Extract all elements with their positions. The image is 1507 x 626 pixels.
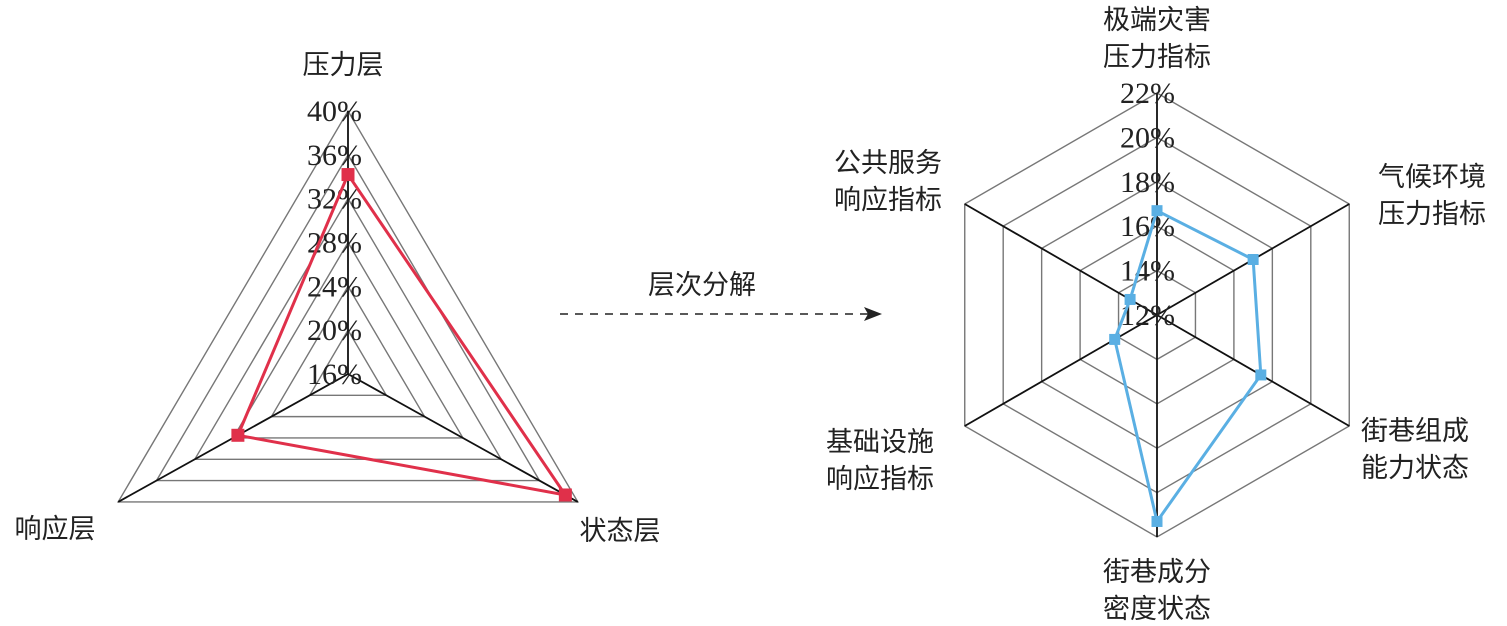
- data-point-marker: [1151, 515, 1163, 527]
- data-point-marker: [1124, 293, 1136, 305]
- axis-label: 响应层: [15, 514, 96, 545]
- axis-label-line: 响应指标: [834, 185, 942, 216]
- axis-label-line: 密度状态: [1103, 594, 1211, 625]
- axis-label: 极端灾害压力指标: [1103, 5, 1211, 73]
- axis-spoke: [964, 314, 1158, 427]
- axis-spoke: [1156, 314, 1350, 427]
- grid-ring: [231, 241, 465, 439]
- data-point-marker: [231, 428, 245, 442]
- axis-spoke: [347, 373, 579, 503]
- data-point-marker: [341, 168, 355, 182]
- axis-label: 街巷成分密度状态: [1103, 557, 1211, 625]
- axis-label-line: 基础设施: [826, 427, 934, 458]
- tick-label: 14%: [1120, 255, 1175, 288]
- tick-label: 22%: [1120, 77, 1175, 110]
- axis-label: 压力层: [303, 50, 384, 81]
- axis-label-line: 响应层: [15, 514, 96, 545]
- axis-label-line: 状态层: [580, 516, 661, 547]
- axis-label-line: 压力指标: [1378, 199, 1486, 230]
- axis-label-line: 压力指标: [1103, 42, 1211, 73]
- axis-label-line: 压力层: [303, 50, 384, 81]
- tick-label: 40%: [307, 95, 362, 128]
- axis-label-line: 街巷组成: [1361, 416, 1469, 447]
- grid-ring: [193, 197, 503, 460]
- grid-ring: [270, 284, 426, 418]
- series-line: [235, 171, 569, 498]
- axis-label: 基础设施响应指标: [826, 427, 934, 495]
- tick-label: 32%: [307, 183, 362, 216]
- tick-label: 16%: [307, 358, 362, 391]
- tick-label: 24%: [307, 270, 362, 303]
- tick-label: 20%: [307, 314, 362, 347]
- arrow-label: 层次分解: [648, 270, 756, 301]
- arrowhead-icon: [864, 307, 882, 321]
- grid-ring: [308, 328, 388, 397]
- tick-label: 20%: [1120, 121, 1175, 154]
- axis-label-line: 响应指标: [826, 464, 934, 495]
- right-radar-chart: 12%14%16%18%20%22%极端灾害压力指标气候环境压力指标街巷组成能力…: [826, 5, 1486, 625]
- axis-label-line: 公共服务: [834, 148, 942, 179]
- tick-label: 36%: [307, 139, 362, 172]
- tick-label: 28%: [307, 227, 362, 260]
- axis-label-line: 能力状态: [1361, 453, 1469, 484]
- axis-label-line: 极端灾害: [1103, 5, 1211, 36]
- decomposition-arrow: 层次分解: [560, 270, 882, 321]
- grid-ring: [116, 109, 580, 503]
- data-point-marker: [1255, 369, 1267, 381]
- data-point-marker: [1151, 205, 1163, 217]
- tick-label: 18%: [1120, 166, 1175, 199]
- axis-label: 街巷组成能力状态: [1361, 416, 1469, 484]
- axis-label-line: 街巷成分: [1103, 557, 1211, 588]
- axis-label: 气候环境压力指标: [1378, 162, 1486, 230]
- data-point-marker: [558, 488, 572, 502]
- data-point-marker: [1109, 333, 1121, 345]
- axis-label: 状态层: [580, 516, 661, 547]
- axis-label: 公共服务响应指标: [834, 148, 942, 216]
- axis-label-line: 气候环境: [1378, 162, 1486, 193]
- data-point-marker: [1247, 254, 1259, 265]
